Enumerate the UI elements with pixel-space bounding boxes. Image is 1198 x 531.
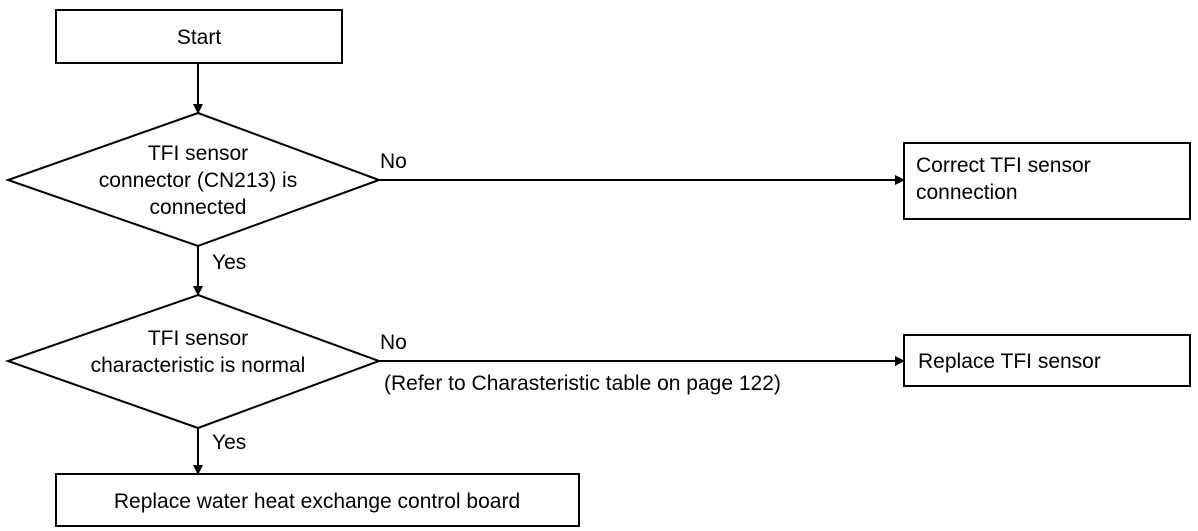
decision1-line3: connected [150, 196, 247, 219]
decision2-line1: TFI sensor [148, 327, 248, 350]
decision2-yes-label: Yes [212, 431, 246, 454]
decision1-line2: connector (CN213) is [99, 169, 297, 192]
action-replace-sensor: Replace TFI sensor [903, 334, 1191, 387]
start-label: Start [177, 26, 222, 49]
decision1-yes-label: Yes [212, 251, 246, 274]
action-correct-connection: Correct TFI sensor connection [903, 142, 1191, 220]
action1-line1: Correct TFI sensor [916, 154, 1091, 177]
decision1-line1: TFI sensor [148, 142, 248, 165]
decision2-no-label: No [380, 331, 407, 354]
start-node: Start [55, 9, 343, 64]
decision2-note: (Refer to Charasteristic table on page 1… [384, 372, 781, 395]
decision2-line2: characteristic is normal [91, 354, 306, 377]
action1-line2: connection [916, 181, 1018, 204]
decision-characteristic-normal: TFI sensor characteristic is normal [4, 293, 382, 430]
action-replace-control-board: Replace water heat exchange control boar… [55, 473, 580, 527]
decision1-no-label: No [380, 150, 407, 173]
action2-label: Replace TFI sensor [918, 350, 1101, 373]
decision-connector-connected: TFI sensor connector (CN213) is connecte… [4, 111, 382, 248]
action3-label: Replace water heat exchange control boar… [114, 490, 520, 513]
